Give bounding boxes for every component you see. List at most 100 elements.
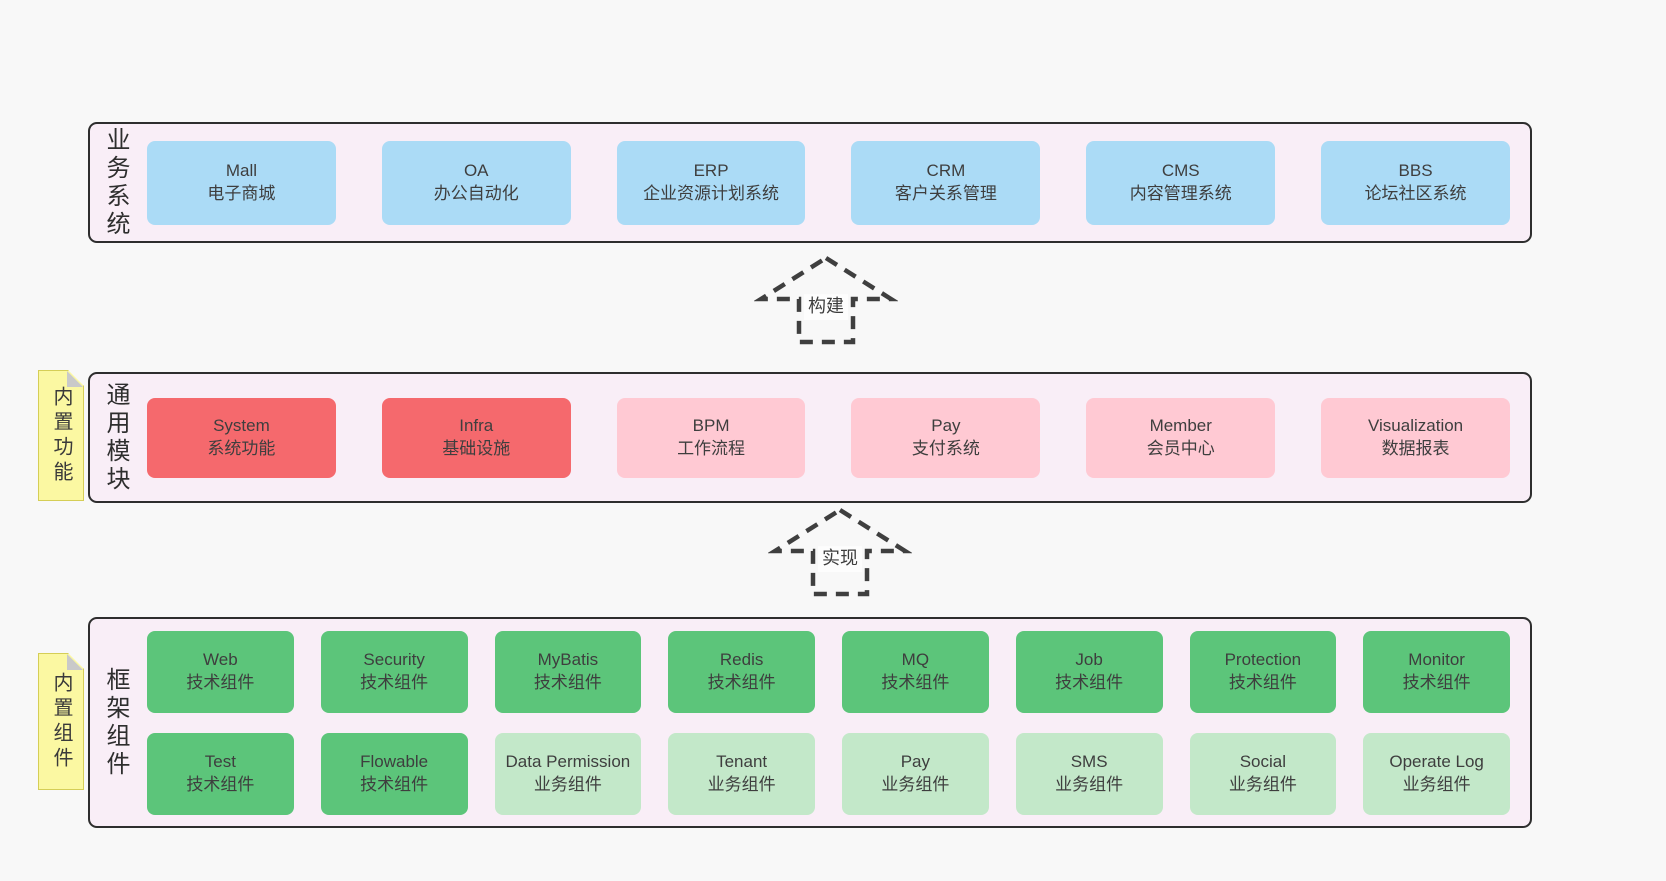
box-subtitle: 技术组件 [360, 672, 429, 692]
box-subtitle: 技术组件 [186, 774, 255, 794]
box-subtitle: 技术组件 [186, 672, 255, 692]
box-subtitle: 技术组件 [707, 672, 776, 692]
box-title: Redis [719, 650, 764, 670]
section-label: 框架组件 [102, 666, 129, 779]
box-subtitle: 客户关系管理 [894, 183, 997, 203]
box-title: Data Permission [505, 752, 631, 772]
arrow-implement: 实现 [768, 506, 912, 598]
box-subtitle: 办公自动化 [433, 183, 519, 203]
box-title: Mall [225, 161, 257, 181]
box-subtitle: 电子商城 [207, 183, 276, 203]
box-title: MQ [901, 650, 930, 670]
box-subtitle: 论坛社区系统 [1364, 183, 1467, 203]
box-title: CRM [926, 161, 966, 181]
box-title: Security [363, 650, 425, 670]
box-title: Flowable [360, 752, 429, 772]
sticky-note-builtin-components: 内置组件 [38, 653, 84, 790]
box-subtitle: 技术组件 [360, 774, 429, 794]
sticky-note-text: 内置组件 [50, 671, 72, 772]
arrow-build: 构建 [754, 254, 898, 346]
box-title: MyBatis [537, 650, 599, 670]
box-subtitle: 业务组件 [881, 774, 950, 794]
box-title: Job [1075, 650, 1103, 670]
box-title: Test [204, 752, 236, 772]
sticky-note-text: 内置功能 [50, 385, 72, 486]
box-subtitle: 系统功能 [207, 438, 276, 458]
box-title: Web [203, 650, 238, 670]
box-subtitle: 内容管理系统 [1129, 183, 1232, 203]
box-title: SMS [1070, 752, 1108, 772]
section-label: 通用模块 [102, 381, 129, 494]
box-subtitle: 业务组件 [707, 774, 776, 794]
arrow-label: 构建 [804, 294, 848, 320]
box-subtitle: 技术组件 [1228, 672, 1297, 692]
box-subtitle: 数据报表 [1381, 438, 1450, 458]
box-subtitle: 业务组件 [1055, 774, 1124, 794]
box-subtitle: 会员中心 [1146, 438, 1215, 458]
box-subtitle: 技术组件 [533, 672, 602, 692]
box-subtitle: 技术组件 [1402, 672, 1471, 692]
box-title: Tenant [716, 752, 768, 772]
box-title: Social [1239, 752, 1287, 772]
box-title: ERP [693, 161, 729, 181]
box-title: Pay [900, 752, 931, 772]
sticky-note-builtin-features: 内置功能 [38, 370, 84, 501]
box-subtitle: 业务组件 [1402, 774, 1471, 794]
box-title: BPM [692, 416, 730, 436]
box-title: System [213, 416, 270, 436]
box-title: Visualization [1368, 416, 1464, 436]
box-subtitle: 技术组件 [1055, 672, 1124, 692]
box-subtitle: 技术组件 [881, 672, 950, 692]
box-title: Pay [931, 416, 961, 436]
box-subtitle: 业务组件 [533, 774, 602, 794]
box-title: Monitor [1408, 650, 1465, 670]
box-subtitle: 业务组件 [1228, 774, 1297, 794]
box-title: BBS [1398, 161, 1433, 181]
box-title: Protection [1224, 650, 1302, 670]
folded-corner-icon [67, 371, 83, 387]
dashed-up-arrow-icon [754, 255, 898, 345]
folded-corner-icon [67, 654, 83, 670]
box-title: Member [1149, 416, 1212, 436]
box-subtitle: 工作流程 [677, 438, 746, 458]
section-label: 业务系统 [102, 126, 129, 239]
arrow-label: 实现 [818, 546, 862, 572]
dashed-up-arrow-icon [768, 507, 912, 597]
box-subtitle: 企业资源计划系统 [643, 183, 780, 203]
box-title: OA [463, 161, 489, 181]
box-title: Operate Log [1389, 752, 1484, 772]
